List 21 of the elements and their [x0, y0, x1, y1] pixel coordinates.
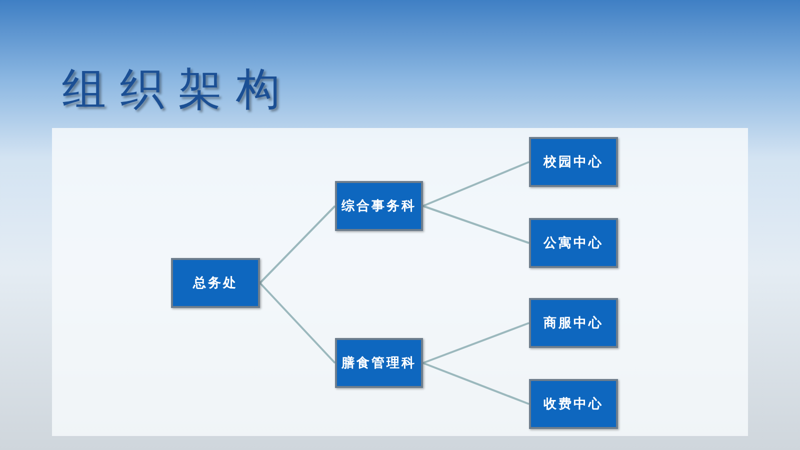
box-label: 膳食管理科: [342, 354, 416, 372]
org-box: [529, 298, 618, 348]
connector-line: [422, 161, 530, 207]
org-box: [529, 137, 618, 187]
box-label: 校园中心: [544, 154, 604, 171]
org-box: [335, 338, 423, 388]
box-label: 综合事务科: [342, 198, 416, 215]
connector-line: [422, 362, 530, 405]
org-box: [335, 181, 423, 231]
connector-line: [259, 205, 336, 284]
connector-line: [422, 205, 530, 244]
box-label: 总务处: [193, 275, 238, 292]
page-title: 组织架构: [62, 63, 294, 117]
connector-line: [259, 282, 336, 364]
org-box: [171, 258, 260, 308]
box-label: 商服中心: [544, 314, 604, 332]
box-label: 公寓中心: [544, 234, 604, 252]
connector-line: [422, 322, 530, 364]
org-box: [529, 379, 618, 429]
box-label: 收费中心: [544, 396, 604, 413]
org-box: [529, 218, 618, 268]
